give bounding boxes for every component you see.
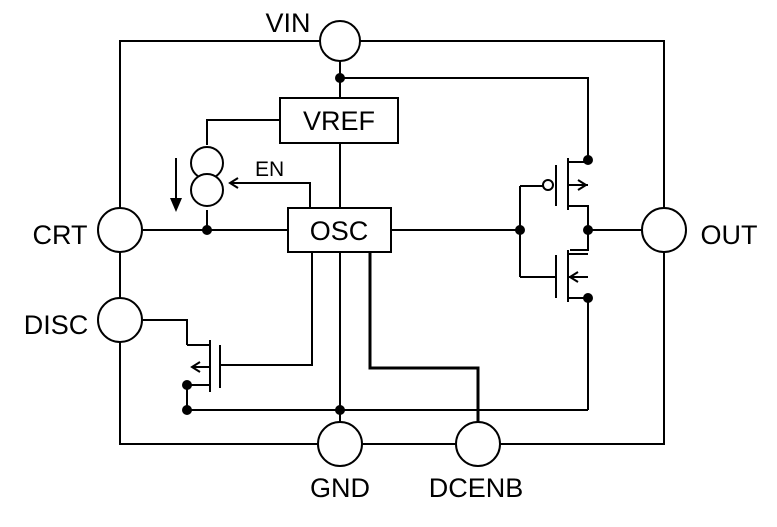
disc-label: DISC: [24, 310, 89, 340]
junction-dots: [182, 73, 593, 415]
osc-label: OSC: [310, 216, 369, 246]
discharge-transistor-icon: [190, 340, 221, 392]
gnd-label: GND: [310, 473, 370, 503]
vin-label: VIN: [265, 8, 310, 38]
pin-disc: DISC: [24, 297, 143, 343]
nmos-transistor-icon: [555, 250, 588, 302]
pin-out: OUT: [641, 207, 758, 253]
vref-label: VREF: [303, 106, 375, 136]
en-label: EN: [255, 158, 284, 181]
vref-block: VREF: [279, 97, 399, 144]
pmos-transistor-icon: [542, 158, 588, 210]
crt-label: CRT: [32, 220, 87, 250]
pin-crt: CRT: [32, 207, 143, 253]
current-source-icon: [190, 146, 240, 207]
pin-gnd: GND: [310, 421, 370, 503]
dcenb-label: DCENB: [429, 473, 524, 503]
down-arrow-icon: [170, 158, 182, 212]
pin-dcenb: DCENB: [429, 421, 524, 503]
osc-block: OSC: [287, 207, 392, 253]
out-label: OUT: [701, 220, 758, 250]
pin-vin: VIN: [265, 8, 361, 62]
